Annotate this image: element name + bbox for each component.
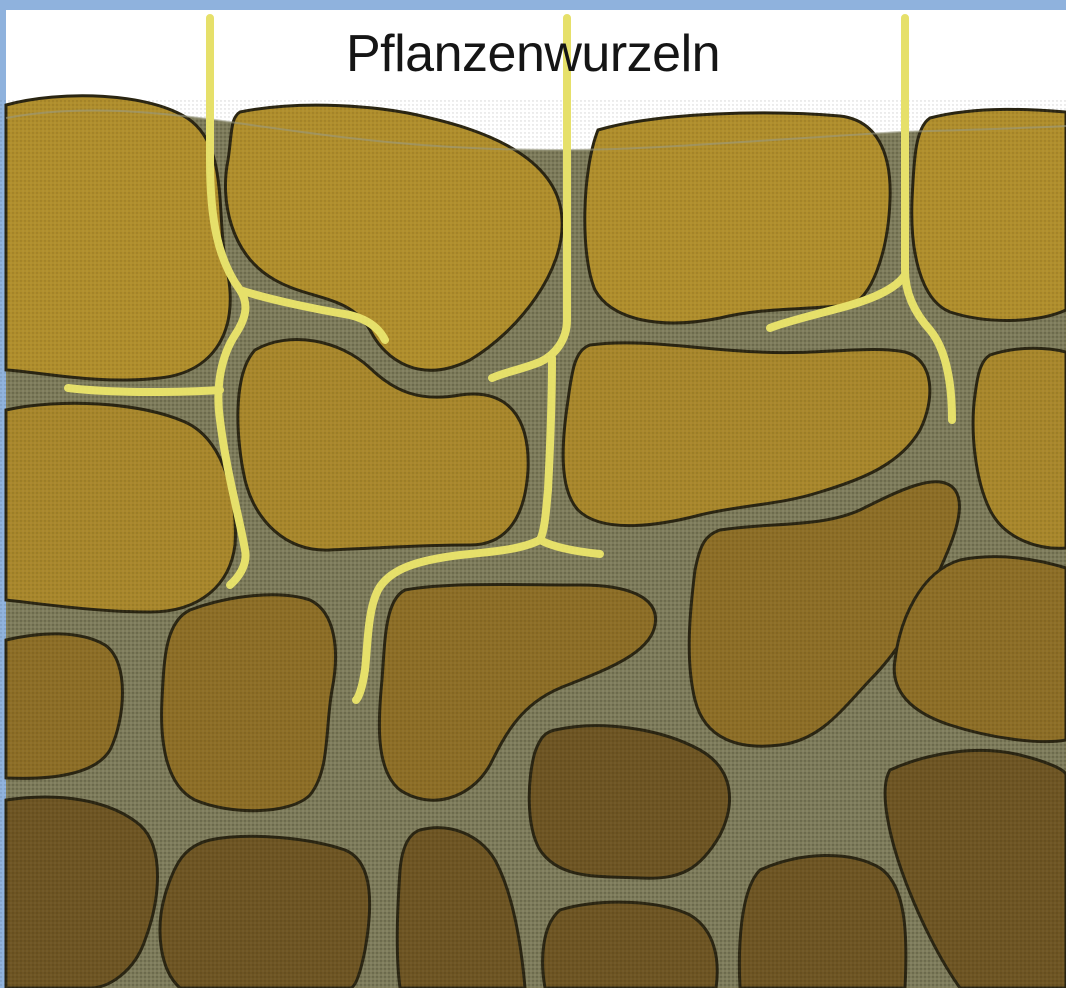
window-frame-top <box>0 0 1066 10</box>
root-branch <box>68 388 220 392</box>
diagram-label: Pflanzenwurzeln <box>346 28 720 80</box>
